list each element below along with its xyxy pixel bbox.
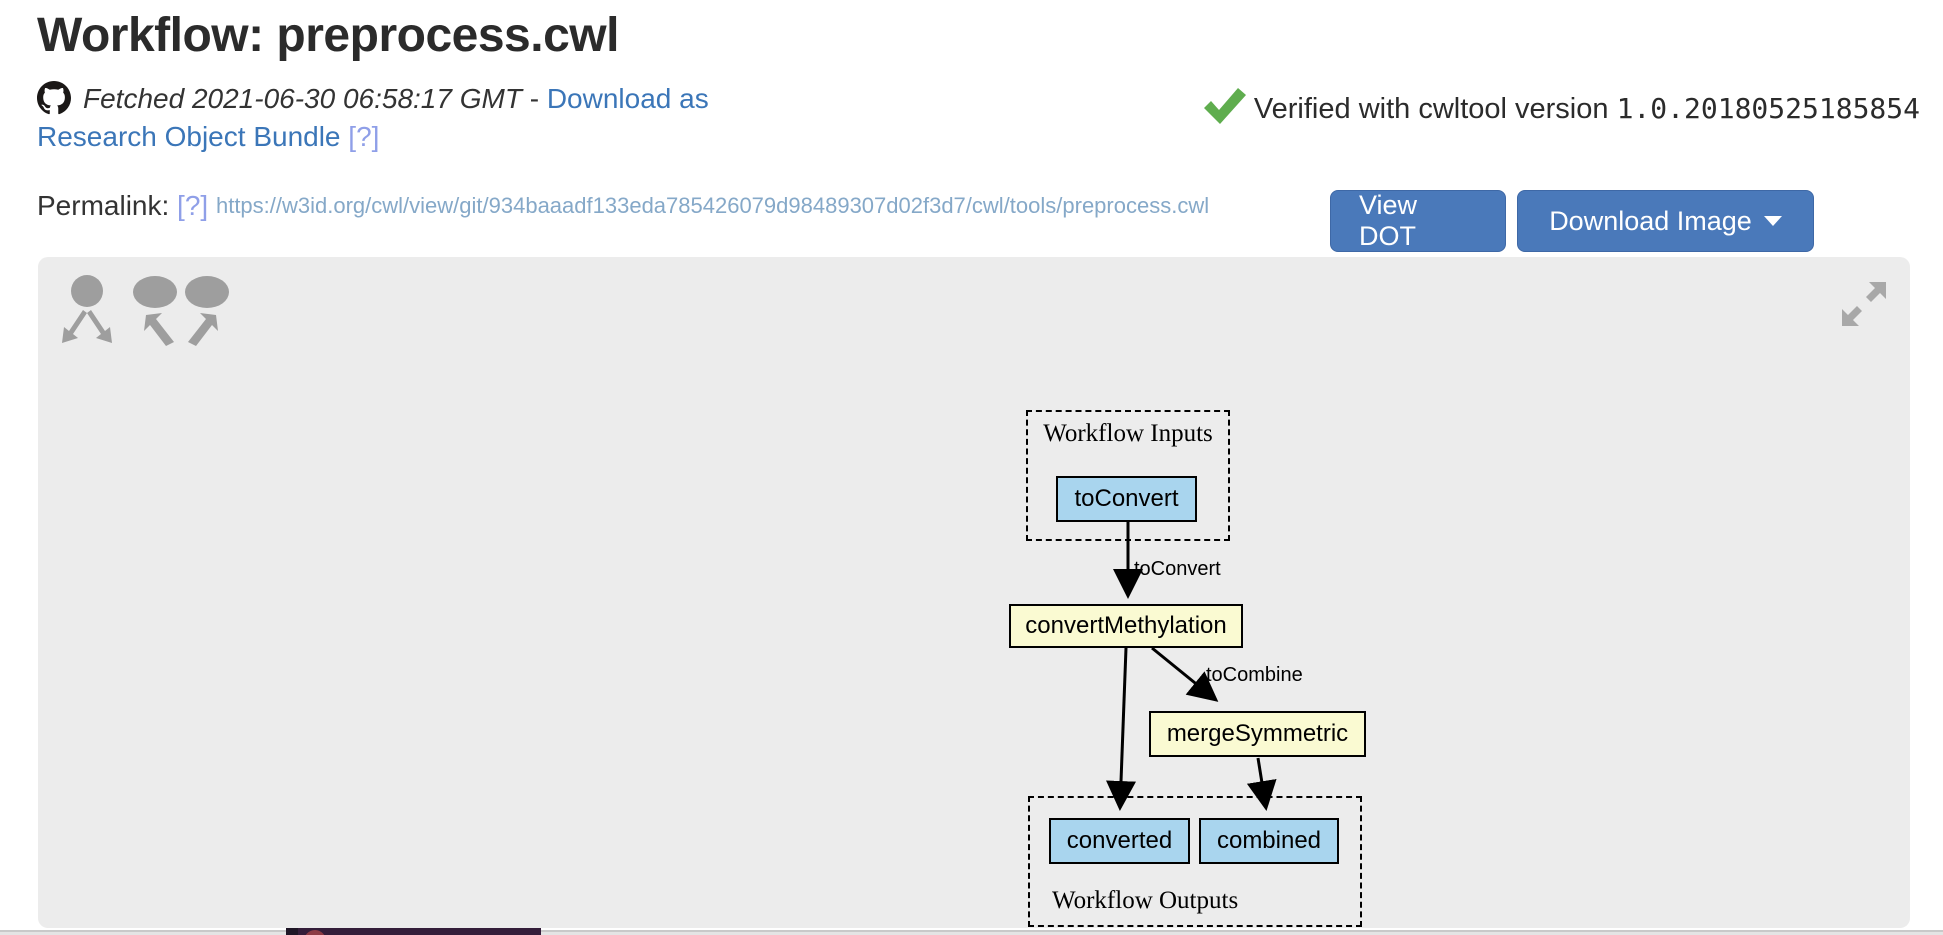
node-mergeSymmetric[interactable]: mergeSymmetric — [1149, 711, 1366, 757]
page-title: Workflow: preprocess.cwl — [37, 9, 619, 62]
permalink-url[interactable]: https://w3id.org/cwl/view/git/934baaadf1… — [215, 193, 1210, 218]
below-fold-image-dot — [304, 930, 326, 935]
workflow-inputs-label: Workflow Inputs — [1043, 420, 1213, 447]
view-dot-label: View DOT — [1359, 190, 1418, 251]
cwltool-version: 1.0.20180525185854 — [1616, 92, 1920, 125]
permalink-row: Permalink: [?] https://w3id.org/cwl/view… — [37, 190, 1209, 222]
below-fold-image-edge — [286, 928, 298, 935]
view-dot-button[interactable]: View DOT — [1330, 190, 1506, 252]
expand-fullscreen-icon[interactable] — [1840, 280, 1888, 333]
highlight-children-icon[interactable] — [56, 274, 118, 349]
fetched-timestamp: Fetched 2021-06-30 06:58:17 GMT — [83, 83, 522, 114]
edge-label-toCombine: toCombine — [1206, 664, 1303, 686]
github-icon — [37, 81, 71, 115]
workflow-outputs-group: Workflow Outputs — [1028, 796, 1362, 927]
download-research-object-link[interactable]: Download as Research Object Bundle — [37, 83, 709, 152]
fetched-meta-block: Fetched 2021-06-30 06:58:17 GMT - Downlo… — [37, 80, 817, 156]
workflow-diagram-panel — [38, 257, 1910, 928]
node-toConvert[interactable]: toConvert — [1056, 476, 1197, 522]
verified-row: Verified with cwltool version 1.0.201805… — [1202, 86, 1920, 126]
verified-text: Verified with cwltool version — [1253, 93, 1617, 125]
permalink-label: Permalink: — [37, 190, 178, 221]
node-converted[interactable]: converted — [1049, 818, 1190, 864]
verified-check-icon — [1202, 86, 1248, 126]
edge-label-toConvert: toConvert — [1134, 558, 1221, 580]
download-image-label: Download Image — [1549, 205, 1752, 236]
research-object-help-badge[interactable]: [?] — [348, 121, 380, 152]
chevron-down-icon — [1763, 216, 1782, 226]
below-fold-panel-edge — [0, 930, 1943, 935]
separator: - — [521, 83, 547, 114]
highlight-parents-icon[interactable] — [128, 274, 234, 351]
workflow-outputs-label: Workflow Outputs — [1052, 887, 1239, 914]
download-image-button[interactable]: Download Image — [1517, 190, 1814, 252]
permalink-help-badge[interactable]: [?] — [177, 190, 209, 221]
node-combined[interactable]: combined — [1199, 818, 1339, 864]
workflow-inputs-group: Workflow Inputs — [1026, 410, 1230, 541]
node-convertMethylation[interactable]: convertMethylation — [1009, 604, 1243, 648]
below-fold-image — [286, 928, 541, 935]
